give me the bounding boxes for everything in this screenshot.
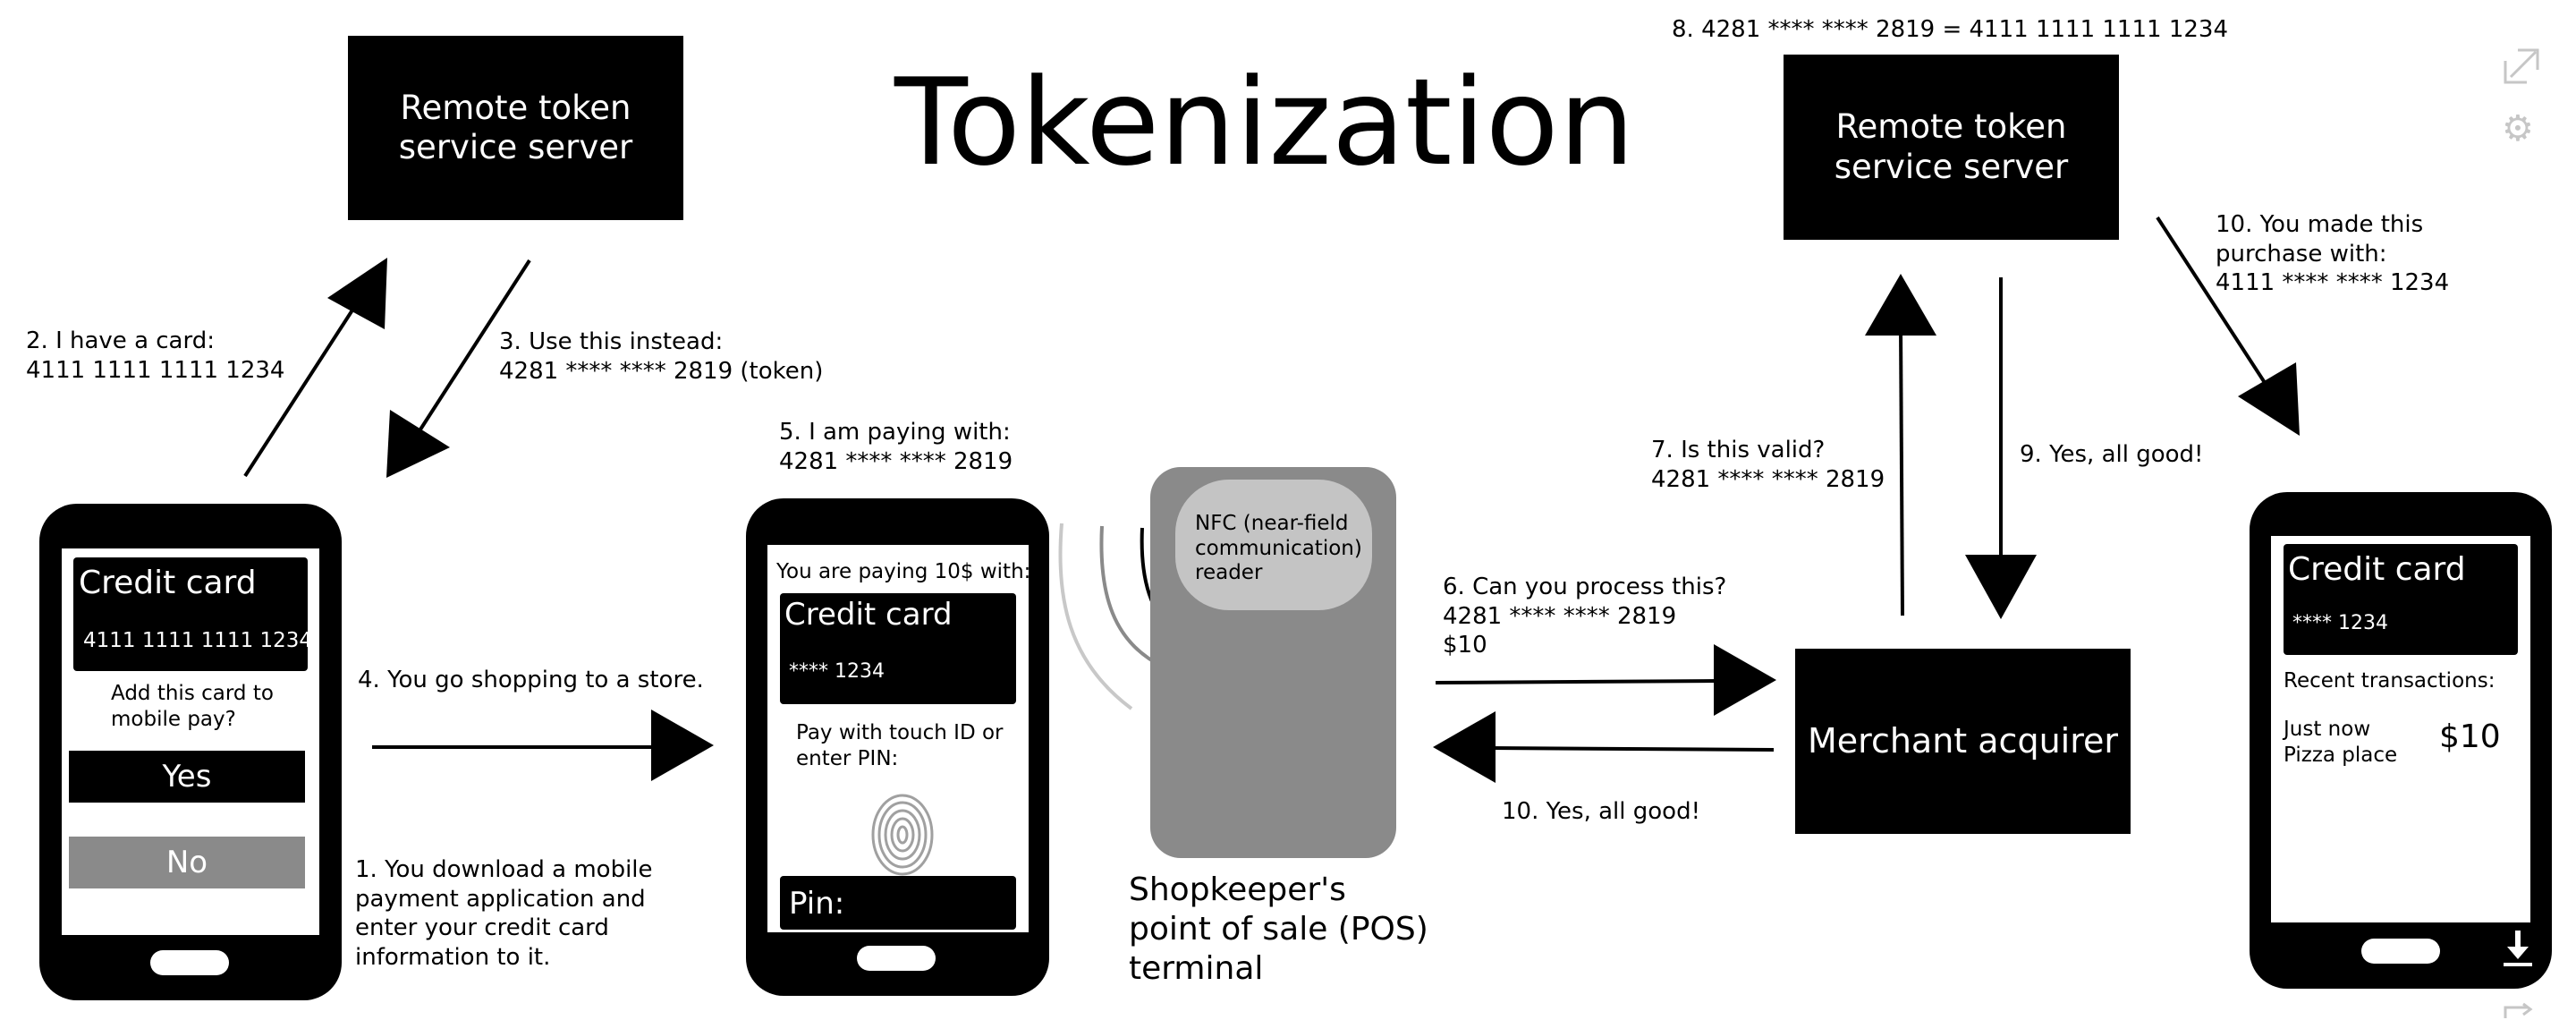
phone1-home-button [150, 950, 229, 975]
step-3-label: 3. Use this instead: 4281 **** **** 2819… [499, 328, 824, 385]
recent-transactions-heading: Recent transactions: [2284, 669, 2496, 693]
phone2-home-button [857, 946, 936, 971]
step-10-back-label: 10. Yes, all good! [1502, 798, 1701, 825]
phone3-credit-card: Credit card **** 1234 [2284, 544, 2518, 655]
phone1-card-number: 4111 1111 1111 1234 [83, 629, 313, 652]
phone2-credit-card: Credit card **** 1234 [780, 593, 1016, 704]
remote-token-server-left: Remote token service server [348, 36, 683, 220]
arrow-step9-head [1965, 555, 2037, 619]
phone3-screen: Credit card **** 1234 Recent transaction… [2271, 536, 2530, 922]
step-5-label: 5. I am paying with: 4281 **** **** 2819 [779, 419, 1013, 475]
nfc-reader: NFC (near-field communication) reader [1175, 480, 1372, 610]
nfc-reader-label: NFC (near-field communication) reader [1195, 512, 1362, 585]
phone1-credit-card: Credit card 4111 1111 1111 1234 [73, 557, 312, 671]
step-2-label: 2. I have a card: 4111 1111 1111 1234 [26, 327, 285, 384]
step-6-label: 6. Can you process this? 4281 **** **** … [1443, 574, 1727, 659]
phone-pay: You are paying 10$ with: Credit card ***… [746, 498, 1049, 996]
step-10-purchase-label: 10. You made this purchase with: 4111 **… [2216, 211, 2450, 296]
pin-field[interactable]: Pin: [780, 876, 1016, 930]
arrow-step10b-head [2238, 362, 2300, 436]
arrow-step2-head [327, 258, 387, 329]
download-icon[interactable] [2502, 929, 2534, 968]
arrow-step10b [2156, 216, 2274, 395]
diagram-title: Tokenization [894, 53, 1635, 192]
remote-token-server-right: Remote token service server [1784, 55, 2119, 240]
phone1-prompt: Add this card to mobile pay? [111, 682, 274, 731]
arrow-step10a-head [1433, 711, 1496, 783]
phone-transactions: Credit card **** 1234 Recent transaction… [2250, 492, 2552, 989]
arrow-step6 [1435, 679, 1718, 684]
transaction-amount: $10 [2439, 718, 2501, 755]
arrow-step3-head [386, 410, 450, 478]
step-7-label: 7. Is this valid? 4281 **** **** 2819 [1651, 437, 1885, 493]
server-left-label: Remote token service server [398, 88, 633, 166]
step-4-label: 4. You go shopping to a store. [358, 667, 704, 693]
expand-icon[interactable] [2502, 47, 2541, 86]
phone3-card-number: **** 1234 [2292, 612, 2388, 634]
nfc-wave-outer [1058, 523, 1133, 710]
phone-add-card: Credit card 4111 1111 1111 1234 Add this… [39, 504, 342, 1000]
phone1-screen: Credit card 4111 1111 1111 1234 Add this… [62, 548, 319, 935]
phone2-auth-text: Pay with touch ID or enter PIN: [796, 721, 1004, 770]
phone2-paying-text: You are paying 10$ with: [776, 560, 1031, 583]
share-icon[interactable] [2502, 1002, 2541, 1020]
chevron-up-icon[interactable]: ⌃ [2502, 0, 2532, 26]
merchant-label: Merchant acquirer [1807, 720, 2118, 761]
no-button[interactable]: No [69, 837, 305, 888]
nfc-wave-middle [1099, 525, 1164, 668]
phone2-card-title: Credit card [784, 597, 953, 633]
step-9-label: 9. Yes, all good! [2020, 441, 2204, 468]
step-8-label: 8. 4281 **** **** 2819 = 4111 1111 1111 … [1672, 16, 2228, 43]
arrow-step6-head [1714, 644, 1776, 716]
gear-icon[interactable]: ⚙ [2502, 108, 2534, 149]
fingerprint-icon[interactable] [869, 792, 936, 878]
pos-caption: Shopkeeper's point of sale (POS) termina… [1129, 871, 1428, 987]
arrow-step2 [243, 307, 355, 478]
phone2-screen: You are paying 10$ with: Credit card ***… [767, 545, 1031, 932]
arrow-step7 [1899, 326, 1904, 616]
step-1-label: 1. You download a mobile payment applica… [355, 856, 653, 971]
arrow-step10a [1488, 746, 1775, 752]
pos-terminal: NFC (near-field communication) reader [1150, 467, 1396, 858]
phone3-home-button [2361, 939, 2440, 964]
merchant-acquirer: Merchant acquirer [1795, 649, 2131, 834]
pin-label: Pin: [789, 886, 845, 922]
yes-button[interactable]: Yes [69, 751, 305, 803]
arrow-step4-head [651, 710, 714, 781]
no-button-label: No [165, 844, 208, 880]
phone2-card-number: **** 1234 [789, 660, 885, 683]
server-right-label: Remote token service server [1834, 107, 2069, 186]
yes-button-label: Yes [162, 758, 212, 795]
arrow-step7-head [1865, 274, 1936, 336]
phone1-card-title: Credit card [79, 565, 257, 601]
transaction-when: Just now Pizza place [2284, 718, 2398, 767]
arrow-step3 [419, 259, 531, 431]
phone3-card-title: Credit card [2288, 551, 2466, 588]
